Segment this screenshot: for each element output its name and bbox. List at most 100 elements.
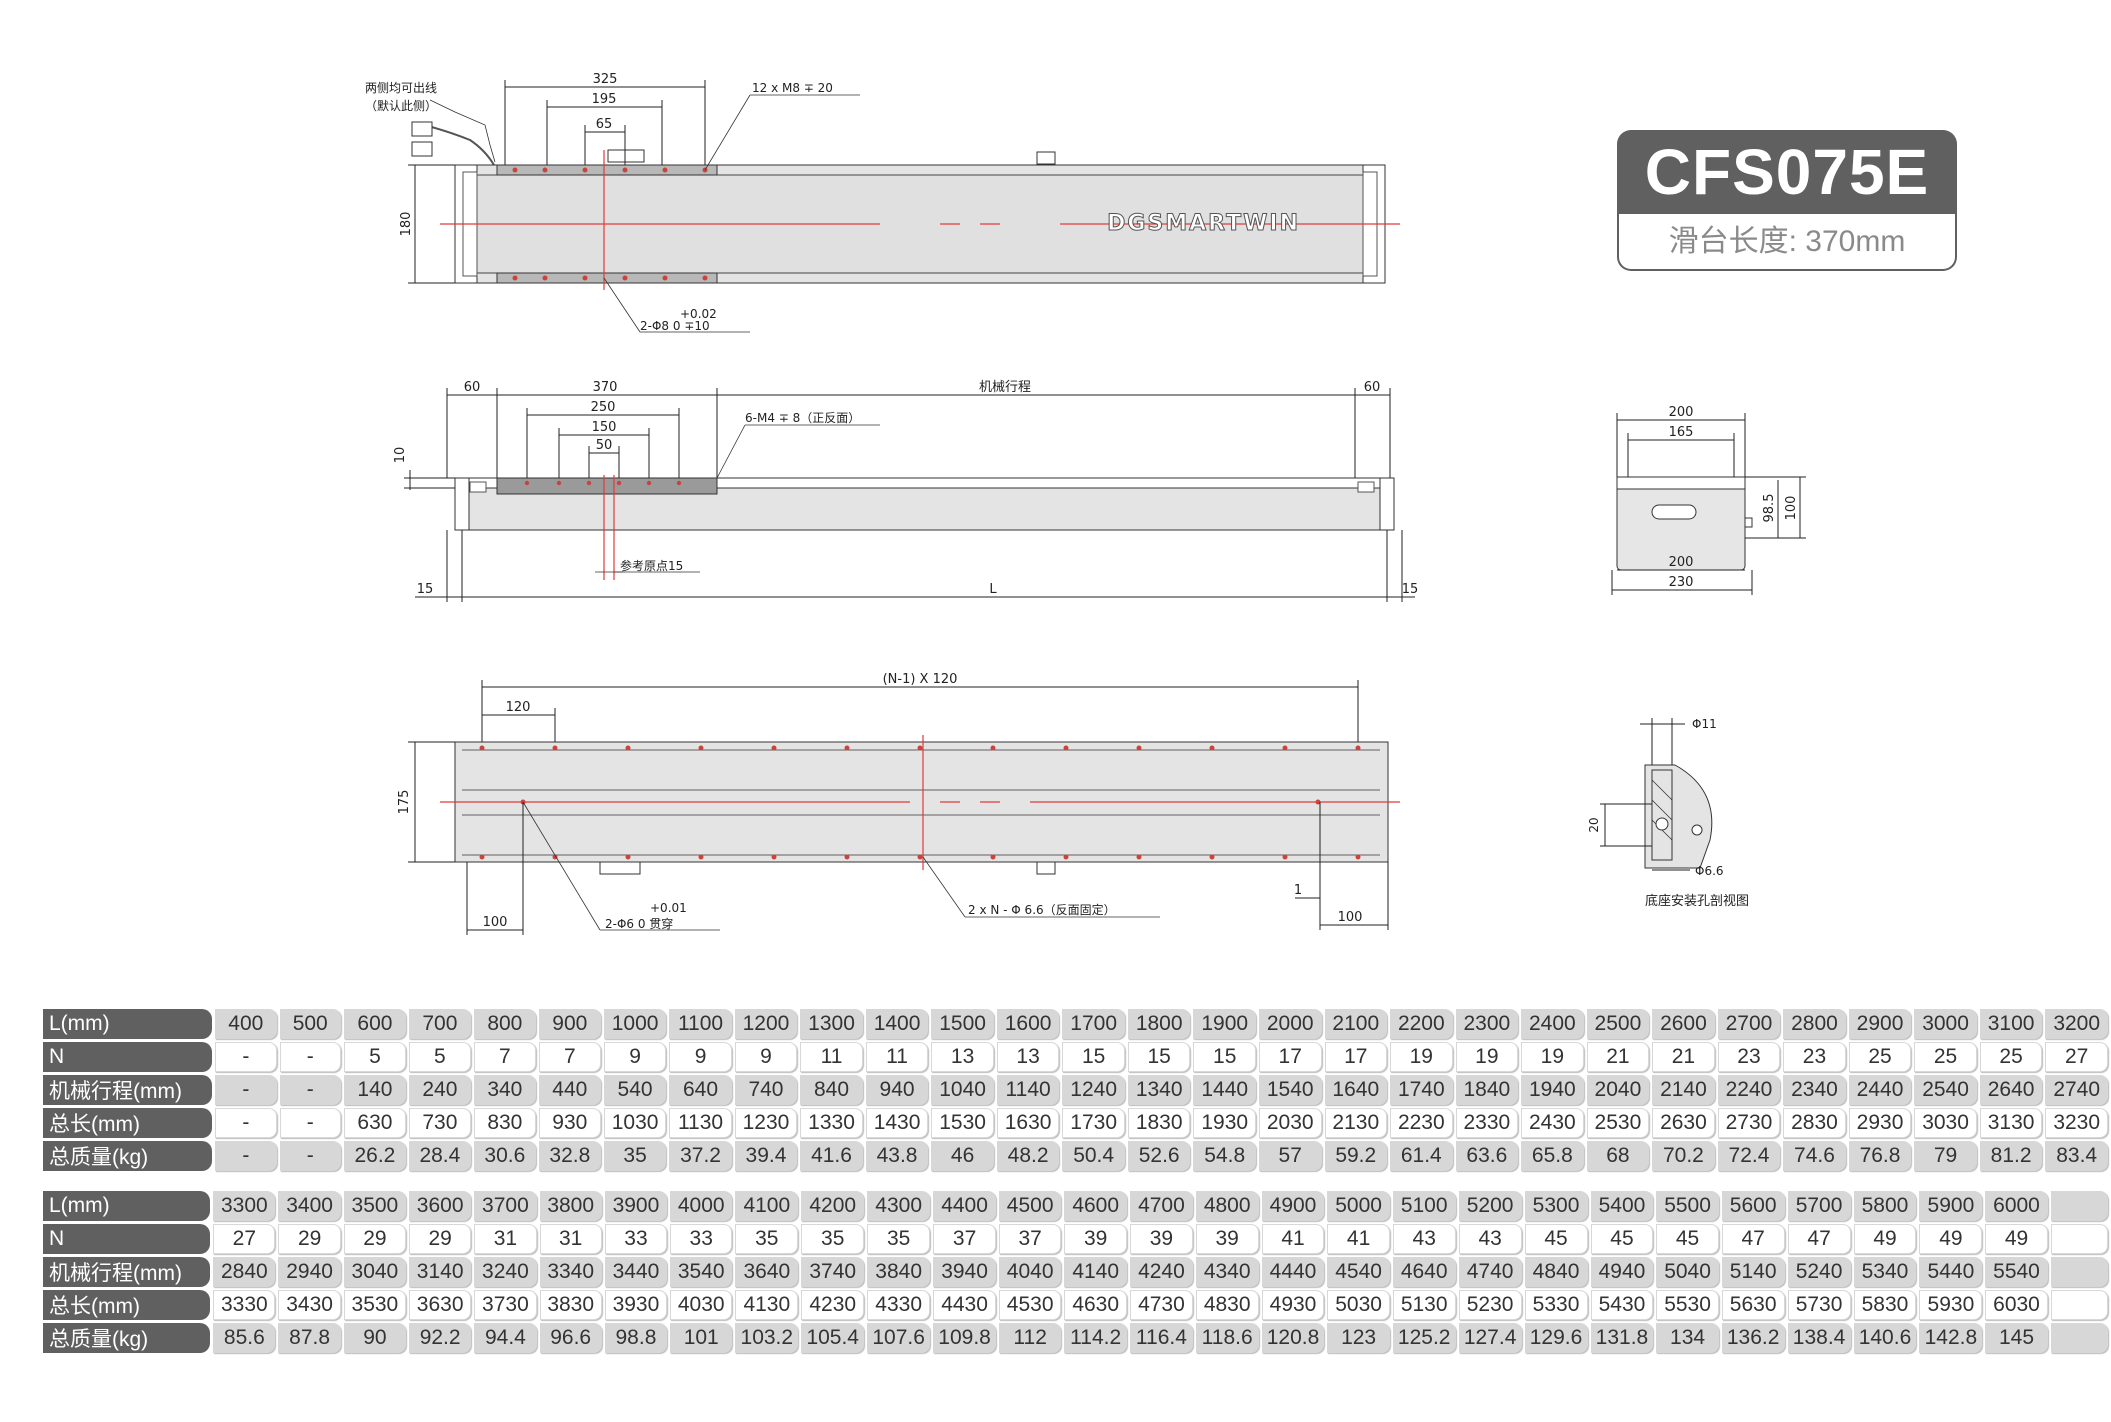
spec-cell: 4130 [735, 1290, 799, 1320]
spec-cell: 2840 [213, 1257, 276, 1287]
spec-cell: 103.2 [735, 1323, 799, 1353]
spec-cell: 5830 [1853, 1290, 1917, 1320]
empty-cell [2050, 1224, 2108, 1254]
spec-cell: 1000 [603, 1009, 667, 1039]
spec-cell: 4600 [1064, 1191, 1128, 1221]
spec-cell: 131.8 [1590, 1323, 1654, 1353]
spec-cell: 35 [867, 1224, 931, 1254]
dim-180: 180 [399, 212, 414, 237]
spec-cell: 1040 [931, 1075, 994, 1105]
spec-cell: 1940 [1521, 1075, 1584, 1105]
spec-cell: 4540 [1327, 1257, 1390, 1287]
spec-cell: 740 [734, 1075, 798, 1105]
spec-cell: 59.2 [1324, 1141, 1388, 1171]
spec-cell: 4000 [670, 1191, 733, 1221]
end-view: 200 165 98.5 100 200 230 [1611, 405, 1806, 595]
spec-cell: 17 [1324, 1042, 1388, 1072]
dim-200-bottom: 200 [1669, 555, 1694, 570]
spec-cell: 29 [409, 1224, 472, 1254]
spec-cell: 11 [800, 1042, 863, 1072]
spec-cell: 1600 [996, 1009, 1060, 1039]
dim-50: 50 [596, 438, 613, 453]
spec-cell: 2900 [1848, 1009, 1912, 1039]
spec-cell: 39.4 [734, 1141, 798, 1171]
spec-cell: 5100 [1392, 1191, 1456, 1221]
spec-cell: 4930 [1261, 1290, 1325, 1320]
dim-100: 100 [1784, 496, 1799, 521]
spec-cell: 2000 [1258, 1009, 1322, 1039]
spec-cell: 41 [1261, 1224, 1325, 1254]
bottom-pin-spec: 2-Φ6 0 贯穿 [605, 916, 673, 931]
spec-cell: 2430 [1521, 1108, 1584, 1138]
spec-cell: 4900 [1261, 1191, 1325, 1221]
spec-cell: 3900 [604, 1191, 668, 1221]
row-label: 总质量(kg) [43, 1141, 213, 1171]
dim-1: 1 [1294, 883, 1302, 898]
spec-cell: 101 [670, 1323, 733, 1353]
spec-cell: 4340 [1195, 1257, 1259, 1287]
spec-cell: 13 [996, 1042, 1060, 1072]
spec-cell: 1400 [865, 1009, 929, 1039]
spec-cell: 5500 [1656, 1191, 1719, 1221]
spec-cell: 7 [538, 1042, 601, 1072]
spec-cell: 27 [213, 1224, 276, 1254]
spec-cell: 5040 [1656, 1257, 1719, 1287]
spec-cell: 47 [1721, 1224, 1785, 1254]
spec-cell: 900 [538, 1009, 601, 1039]
spec-cell: 1300 [800, 1009, 863, 1039]
dim-15-right: 15 [1402, 582, 1419, 597]
spec-cell: 109.8 [933, 1323, 997, 1353]
spec-cell: 50.4 [1062, 1141, 1125, 1171]
spec-cell: 4630 [1064, 1290, 1128, 1320]
section-d20: 20 [1587, 817, 1601, 832]
cable-note-line1: 两侧均可出线 [365, 81, 437, 95]
spec-cell: 3040 [343, 1257, 407, 1287]
spec-cell: 1730 [1062, 1108, 1125, 1138]
spec-cell: 136.2 [1721, 1323, 1785, 1353]
spec-cell: 134 [1656, 1323, 1719, 1353]
spec-cell: 2440 [1848, 1075, 1912, 1105]
top-pin-tolerance: +0.02 [680, 307, 717, 321]
technical-drawing: 两侧均可出线 （默认此侧） DGSMARTWIN 325 195 65 [365, 72, 1806, 935]
spec-cell: 3440 [604, 1257, 668, 1287]
spec-cell: 2700 [1717, 1009, 1781, 1039]
spec-cell: 1140 [996, 1075, 1060, 1105]
spec-cell: 5340 [1853, 1257, 1917, 1287]
spec-cell: 5130 [1392, 1290, 1456, 1320]
spec-cell: 500 [279, 1009, 341, 1039]
spec-cell: 4430 [933, 1290, 997, 1320]
spec-cell: 35 [603, 1141, 667, 1171]
row-label: L(mm) [43, 1191, 211, 1221]
spec-cell: 4240 [1130, 1257, 1193, 1287]
spec-cell: 340 [473, 1075, 536, 1105]
carriage-top-strip [496, 164, 718, 176]
spec-cell: 3500 [343, 1191, 407, 1221]
spec-cell: 15 [1062, 1042, 1125, 1072]
spec-cell: 81.2 [1979, 1141, 2043, 1171]
spec-cell: 5330 [1524, 1290, 1588, 1320]
spec-cell: 107.6 [867, 1323, 931, 1353]
spec-cell: 4230 [801, 1290, 865, 1320]
spec-cell: 1330 [800, 1108, 863, 1138]
spec-cell: 33 [670, 1224, 733, 1254]
spec-cell: 5 [343, 1042, 406, 1072]
spec-cell: 37 [999, 1224, 1062, 1254]
spec-cell: 5000 [1327, 1191, 1390, 1221]
spec-cell: 1430 [865, 1108, 929, 1138]
spec-cell: 1630 [996, 1108, 1060, 1138]
spec-cell: 5200 [1458, 1191, 1522, 1221]
spec-cell: 4440 [1261, 1257, 1325, 1287]
spec-cell: 4330 [867, 1290, 931, 1320]
spec-cell: 5730 [1787, 1290, 1851, 1320]
spec-cell: 4040 [999, 1257, 1062, 1287]
spec-cell: 2100 [1324, 1009, 1388, 1039]
spec-cell: 45 [1524, 1224, 1588, 1254]
carriage-side [496, 477, 718, 495]
empty-cell [2050, 1257, 2108, 1287]
spec-cell: 138.4 [1787, 1323, 1851, 1353]
spec-cell: 11 [865, 1042, 929, 1072]
spec-cell: 26.2 [343, 1141, 406, 1171]
spec-cell: 6030 [1985, 1290, 2048, 1320]
row-label: 总长(mm) [43, 1290, 211, 1320]
spec-cell: 4840 [1524, 1257, 1588, 1287]
